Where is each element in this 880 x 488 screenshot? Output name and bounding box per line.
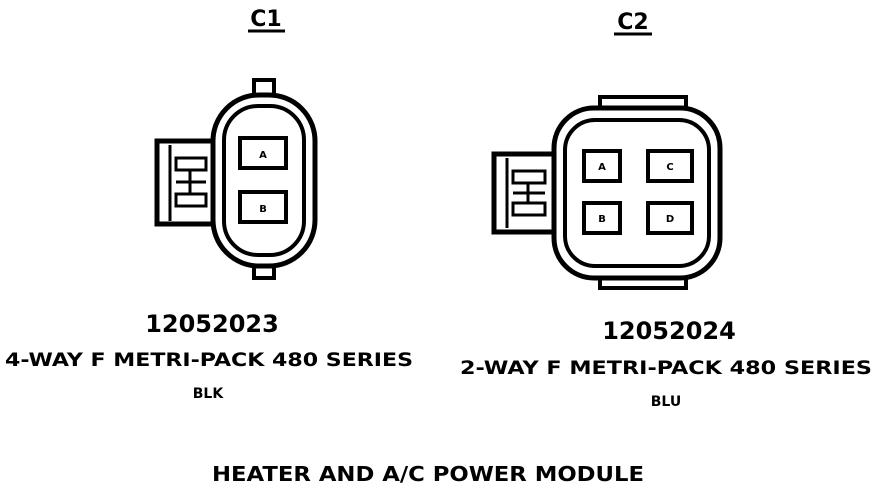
connector-c1-body (154, 78, 318, 280)
connector-c1-id: C1 (250, 7, 281, 32)
connector-c1-pin-a: A (238, 136, 288, 170)
connector-c1-part-number: 12052023 (145, 310, 279, 338)
connector-c2: C2 A C B (460, 10, 872, 410)
connector-c2-color: BLU (651, 394, 681, 410)
connector-c2-description: 2-WAY F METRI-PACK 480 SERIES (460, 357, 872, 379)
connector-c1-color: BLK (193, 386, 225, 402)
connector-c2-pin-c: C (646, 149, 694, 183)
connector-c2-pin-d: D (646, 201, 694, 235)
connector-c2-body (491, 95, 723, 290)
connector-c1-pin-b-label: B (259, 204, 267, 215)
connector-c2-part-number: 12052024 (602, 317, 736, 345)
connector-c2-pin-b: B (582, 201, 622, 235)
connector-c2-pin-a-label: A (598, 162, 606, 173)
connector-c2-pin-a: A (582, 149, 622, 183)
connector-c2-pin-c-label: C (666, 162, 673, 173)
connector-c2-id: C2 (617, 10, 648, 35)
connector-c2-pin-b-label: B (598, 214, 606, 225)
connector-c1-pin-a-label: A (259, 150, 267, 161)
connector-c1: C1 A B 12052023 4-WAY F METRI- (5, 7, 413, 402)
connector-c1-pin-b: B (238, 190, 288, 224)
connector-c2-pin-d-label: D (666, 214, 674, 225)
connector-c1-description: 4-WAY F METRI-PACK 480 SERIES (5, 349, 413, 371)
diagram-caption: HEATER AND A/C POWER MODULE (212, 462, 644, 486)
